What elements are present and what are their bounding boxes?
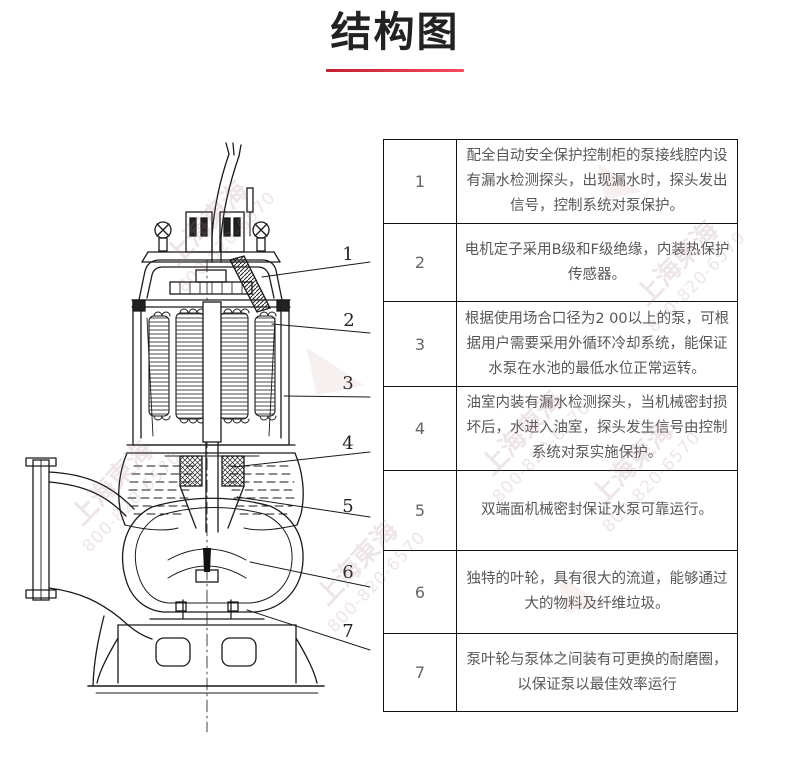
row-description: 根据使用场合口径为2 00以上的泵，可根据用户需要采用外循环冷却系统，能保证水泵… [464,310,730,377]
callout-number-6: 6 [342,562,353,583]
power-cable [211,142,242,263]
callout-number-4: 4 [342,433,353,454]
leader-2 [271,323,371,334]
leak-probe-conduit [169,255,271,313]
row-description: 配全自动安全保护控制柜的泵接线腔内设有漏水检测探头，出现漏水时，探头发出信号，控… [466,148,728,214]
row-description: 独特的叶轮，具有很大的流道，能够通过大的物料及纤维垃圾。 [466,571,728,612]
table-row: 6 独特的叶轮，具有很大的流道，能够通过大的物料及纤维垃圾。 [384,550,737,633]
row-description: 双端面机械密封保证水泵可靠运行。 [481,502,713,518]
callout-number-5: 5 [342,496,353,517]
callout-leader-lines [233,261,371,651]
motor-casing [126,299,296,454]
top-flange [141,251,281,263]
row-number: 6 [384,551,457,633]
row-number: 4 [384,387,457,470]
leader-1 [261,261,371,278]
table-row: 3 根据使用场合口径为2 00以上的泵，可根据用户需要采用外循环冷却系统，能保证… [384,301,737,386]
page-header: 结构图 [0,0,790,73]
oil-chamber [118,452,304,531]
table-row: 7 泵叶轮与泵体之间装有可更换的耐磨圈，以保证泵以最佳效率运行 [384,633,737,711]
junction-box [185,187,254,253]
callout-number-7: 7 [342,621,353,642]
row-number: 1 [384,140,457,223]
base-foot-left [96,637,119,684]
support-leg [92,615,105,686]
parts-description-table: 1 配全自动安全保护控制柜的泵接线腔内设有漏水检测探头，出现漏水时，探头发出信号… [383,139,738,712]
callout-number-3: 3 [342,373,353,394]
suction-inlet [182,599,232,619]
callout-number-2: 2 [343,310,354,331]
row-number: 7 [384,634,457,711]
base-stand [87,618,325,694]
row-description: 油室内装有漏水检测探头，当机械密封损坏后，水进入油室，探头发生信号由控制系统对泵… [466,395,728,461]
impeller-hub [203,548,211,572]
page-title: 结构图 [330,8,460,56]
table-row: 4 油室内装有漏水检测探头，当机械密封损坏后，水进入油室，探头发生信号由控制系统… [384,386,737,470]
row-number: 3 [384,302,457,386]
leader-4 [233,451,371,468]
leader-7 [246,609,371,651]
pump-structure-diagram: 1 2 3 4 5 6 7 [0,140,380,762]
row-number: 2 [384,224,457,301]
table-row: 2 电机定子采用B级和F级绝缘，内装热保护传感器。 [384,223,737,301]
row-description: 泵叶轮与泵体之间装有可更换的耐磨圈，以保证泵以最佳效率运行 [466,651,728,693]
callout-numbers: 1 2 3 4 5 6 7 [342,244,354,642]
mechanical-seal [164,455,260,529]
row-number: 5 [384,471,457,550]
leader-6 [249,561,371,588]
discharge-flange [25,457,153,686]
wear-ring-right [227,601,239,612]
leader-3 [283,395,371,398]
volute-casing [122,497,304,619]
callout-number-1: 1 [342,244,353,265]
lifting-eye-bolts [154,221,270,252]
table-row: 5 双端面机械密封保证水泵可靠运行。 [384,470,737,550]
pump-line-art [25,142,371,733]
stator-windings [146,308,277,437]
title-underline [326,69,464,73]
pump-cross-section-drawing: 1 2 3 4 5 6 7 [25,142,371,733]
leader-5 [236,496,371,518]
rotor-shaft [202,301,222,533]
row-description: 电机定子采用B级和F级绝缘，内装热保护传感器。 [464,241,730,283]
table-row: 1 配全自动安全保护控制柜的泵接线腔内设有漏水检测探头，出现漏水时，探头发出信号… [384,140,737,223]
wear-ring-left [175,601,187,612]
base-foot-right [295,637,318,684]
